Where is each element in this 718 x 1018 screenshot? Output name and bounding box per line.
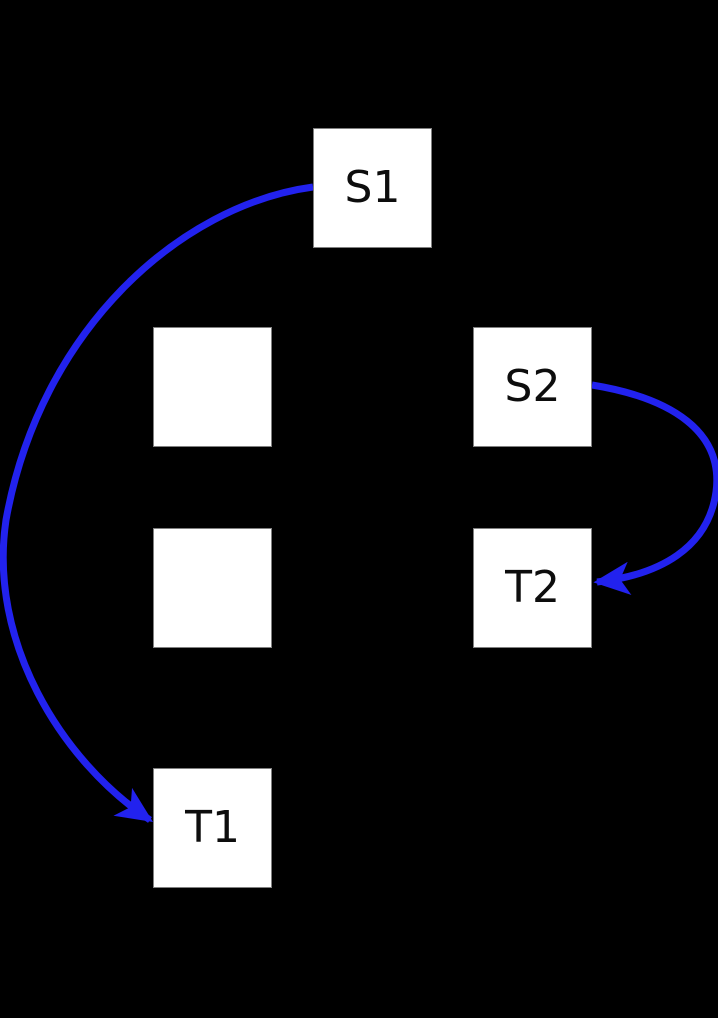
node-t2[interactable]: T2	[473, 528, 592, 648]
node-s2[interactable]: S2	[473, 327, 592, 447]
node-t1-label: T1	[185, 802, 240, 853]
node-s2-label: S2	[504, 361, 561, 412]
node-t2-label: T2	[505, 562, 560, 613]
edge-s1-to-t1	[0, 183, 314, 823]
node-s1[interactable]: S1	[313, 128, 432, 248]
node-blank-bottom-left[interactable]	[153, 528, 272, 648]
node-blank-top-left[interactable]	[153, 327, 272, 447]
edge-s2-to-t2	[591, 381, 718, 596]
node-s1-label: S1	[344, 162, 401, 213]
node-t1[interactable]: T1	[153, 768, 272, 888]
